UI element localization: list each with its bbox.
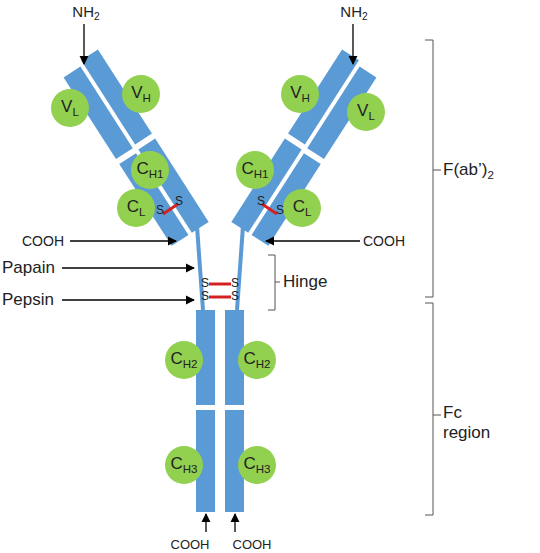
domain-circle: VH [281,75,319,113]
subscript: L [305,207,311,219]
left-arm [61,49,209,310]
domain-label-text: CH3 [243,454,270,475]
circle-fill [122,75,160,113]
subscript: L [368,111,374,123]
part-label: NH2 [340,3,367,23]
sulfur-label: S [156,204,164,218]
domain-label-text: CH2 [243,349,270,370]
domain-label: CH3 [238,446,276,484]
subscript: H [143,93,151,105]
circle-fill [238,341,276,379]
sulfur-label: S [231,290,239,304]
disulfide-bond [209,296,231,299]
domain-label-text: VL [61,97,79,118]
domain-circle: CH3 [165,446,203,484]
domain-label: CL [117,189,155,227]
circle-fill [236,151,274,189]
part-label: F(ab’)2 [443,160,494,182]
subscript: H1 [149,169,164,181]
domain-circle: CH1 [236,151,274,189]
sulfur-label: S [175,195,183,209]
domain-label: CH1 [131,151,169,189]
subscript: 2 [362,11,368,22]
circle-fill [117,189,155,227]
domain-circle: CL [117,189,155,227]
part-label: Fc region [443,403,513,442]
part-label: COOH [22,233,64,249]
domain-label: CL [283,189,321,227]
disulfide-bond [209,283,231,286]
pointer-arrow [62,267,194,268]
domain-label: VH [281,75,319,113]
subscript: H3 [183,464,198,476]
part-label: COOH [363,233,405,249]
domain-label-text: CH1 [241,159,268,180]
domain-circle: VH [122,75,160,113]
subscript: H1 [254,169,269,181]
domain-circle: CH2 [165,341,203,379]
domain-label-text: CH1 [136,159,163,180]
part-label: Hinge [283,272,327,292]
pointer-arrow [70,240,176,241]
subscript: 2 [487,169,493,181]
part-label: NH2 [72,3,99,23]
part-label: COOH [171,538,210,553]
hinge-bracket [268,255,280,310]
sulfur-label: S [201,277,209,291]
circle-fill [51,89,89,127]
domain-circle: CH1 [131,151,169,189]
circle-fill [347,93,385,131]
sulfur-label: S [276,204,284,218]
domain-label: VL [347,93,385,131]
circle-fill [165,341,203,379]
subscript: L [72,107,78,119]
part-label: COOH [233,538,272,553]
pointer-arrow [234,514,235,532]
part-label: Pepsin [2,290,54,310]
fc-bracket [425,303,441,515]
domain-label: CH2 [238,341,276,379]
domain-label: CH3 [165,446,203,484]
pointer-arrow [83,24,84,64]
fab-bracket [425,40,441,297]
domain-label-text: VH [131,83,151,104]
domain-label: CH1 [236,151,274,189]
subscript: H2 [256,359,271,371]
circle-fill [131,151,169,189]
domain-label: CH2 [165,341,203,379]
domain-circle: VL [347,93,385,131]
circle-fill [281,75,319,113]
domain-label-text: VL [357,101,375,122]
subscript: H [302,93,310,105]
sulfur-label: S [231,277,239,291]
domain-label-text: CL [293,197,312,218]
domain-label-text: CL [127,197,146,218]
circle-fill [165,446,203,484]
domain-label-text: CH3 [170,454,197,475]
sulfur-label: S [201,290,209,304]
pointer-arrow [62,299,194,300]
domain-circle: VL [51,89,89,127]
pointer-arrow [266,240,360,241]
part-label: Papain [2,258,55,278]
subscript: H2 [183,359,198,371]
circle-fill [283,189,321,227]
sulfur-label: S [257,195,265,209]
circle-fill [238,446,276,484]
subscript: L [139,207,145,219]
subscript: H3 [256,464,271,476]
subscript: 2 [94,11,100,22]
domain-label-text: CH2 [170,349,197,370]
pointer-arrow [352,24,353,64]
domain-circle: CH2 [238,341,276,379]
right-arm [231,49,379,310]
pointer-arrow [205,514,206,532]
domain-circle: CH3 [238,446,276,484]
domain-label: VL [51,89,89,127]
domain-label: VH [122,75,160,113]
domain-label-text: VH [290,83,310,104]
domain-circle: CL [283,189,321,227]
